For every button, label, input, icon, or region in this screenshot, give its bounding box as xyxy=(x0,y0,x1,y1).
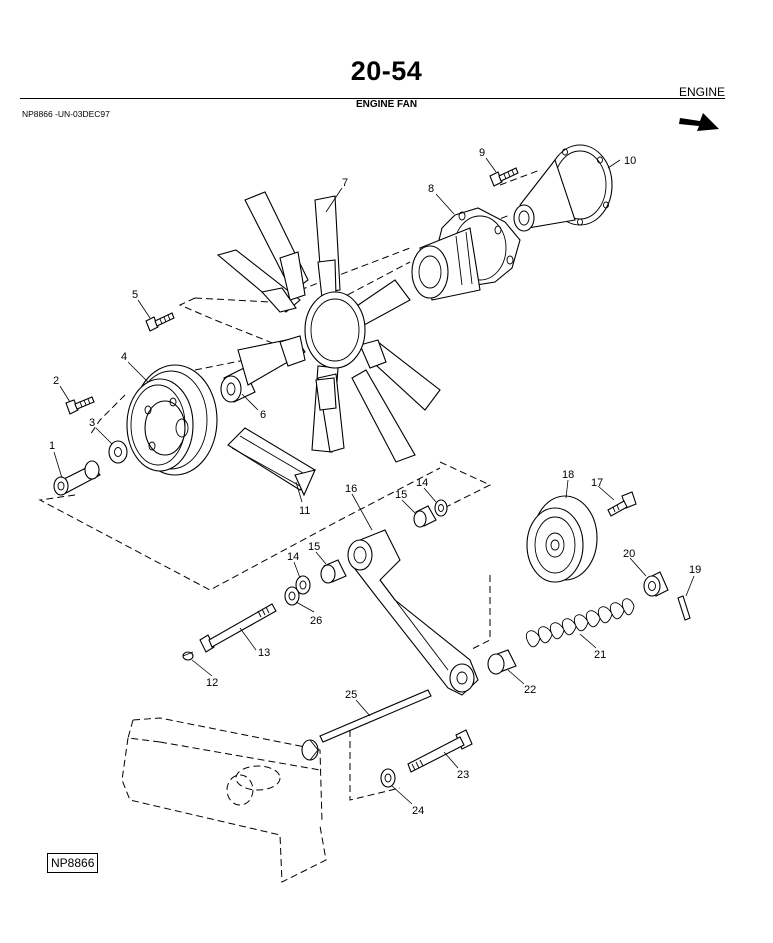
leader-lines xyxy=(53,157,695,805)
callout-24: 24 xyxy=(412,805,424,817)
callout-labels: 1 2 3 4 5 6 7 8 9 10 11 12 13 14 15 16 1… xyxy=(49,147,701,817)
callout-9: 9 xyxy=(479,147,485,159)
callout-16: 16 xyxy=(345,483,357,495)
callout-13: 13 xyxy=(258,647,270,659)
callout-25: 25 xyxy=(345,689,357,701)
part-bolt-13 xyxy=(199,603,277,653)
callout-3: 3 xyxy=(89,417,95,429)
callout-6: 6 xyxy=(260,409,266,421)
callout-1: 1 xyxy=(49,440,55,452)
callout-7: 7 xyxy=(342,177,348,189)
assembly-lines xyxy=(38,169,541,883)
part-pulley-4 xyxy=(126,364,218,476)
part-cap-screw-9 xyxy=(489,167,519,187)
part-bushing-20 xyxy=(643,571,669,597)
part-bushing-22 xyxy=(487,649,517,675)
part-fan-7 xyxy=(216,191,441,463)
header-rule xyxy=(20,98,725,99)
part-hub-8 xyxy=(411,207,521,301)
part-bolt-23 xyxy=(407,729,473,773)
page-number: 20-54 xyxy=(350,56,423,86)
figure-reference: NP8866 -UN-03DEC97 xyxy=(22,109,110,119)
callout-19: 19 xyxy=(689,564,701,576)
part-shield-11 xyxy=(227,427,316,497)
callout-15a: 15 xyxy=(395,489,407,501)
callout-18: 18 xyxy=(562,469,574,481)
callout-4: 4 xyxy=(121,351,127,363)
part-housing-10 xyxy=(513,144,613,232)
part-rod-25 xyxy=(301,689,432,761)
callout-10: 10 xyxy=(624,155,636,167)
callout-21: 21 xyxy=(594,649,606,661)
part-bushing-15b xyxy=(320,559,347,584)
callout-2: 2 xyxy=(53,375,59,387)
part-cap-screw-2 xyxy=(65,396,95,415)
part-spacer-1 xyxy=(53,460,101,496)
part-pin-19 xyxy=(677,595,691,621)
part-washer-14a xyxy=(434,499,448,517)
callout-5: 5 xyxy=(132,289,138,301)
part-cap-screw-17 xyxy=(607,491,637,517)
part-bushing-6 xyxy=(220,367,256,403)
part-spring-21 xyxy=(526,598,635,648)
part-bushing-15a xyxy=(413,505,437,528)
part-idler-pulley-18 xyxy=(526,495,598,583)
callout-23: 23 xyxy=(457,769,469,781)
part-washer-24 xyxy=(380,768,396,788)
section-title: ENGINE xyxy=(678,85,725,99)
figure-id-box: NP8866 xyxy=(47,853,99,873)
part-washer-26 xyxy=(284,586,300,606)
callout-11: 11 xyxy=(299,505,310,517)
callout-8: 8 xyxy=(428,183,434,195)
callout-22: 22 xyxy=(524,684,536,696)
callout-17: 17 xyxy=(591,477,603,489)
arrow-icon xyxy=(679,113,719,131)
part-washer-3 xyxy=(108,440,128,464)
part-washer-14b xyxy=(295,575,311,595)
part-fitting-12 xyxy=(182,651,194,661)
callout-12: 12 xyxy=(206,677,218,689)
page-subtitle: ENGINE FAN xyxy=(355,99,418,110)
callout-15b: 15 xyxy=(308,541,320,553)
part-idler-arm-16 xyxy=(347,529,479,696)
callout-26: 26 xyxy=(310,615,322,627)
callout-20: 20 xyxy=(623,548,635,560)
callout-14b: 14 xyxy=(287,551,299,563)
part-cap-screw-5 xyxy=(145,312,175,332)
callout-14a: 14 xyxy=(416,477,428,489)
